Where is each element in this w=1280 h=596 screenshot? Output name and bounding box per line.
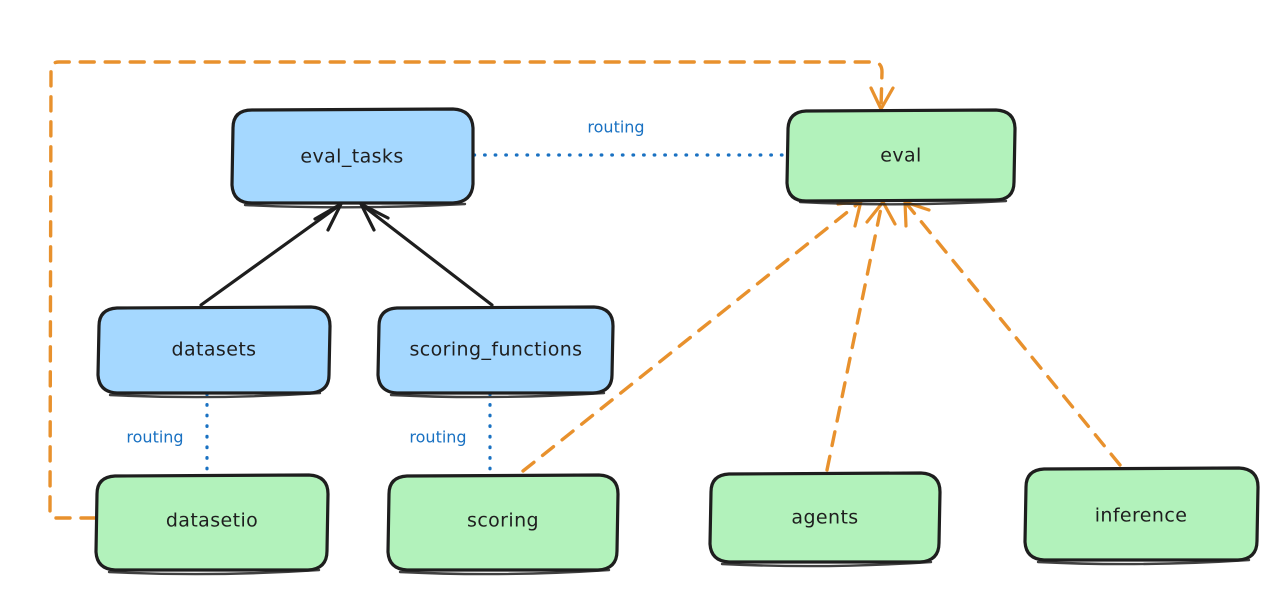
node-inference-label: inference	[1095, 505, 1188, 527]
edge-scoring_functions-to-eval_tasks	[359, 202, 494, 307]
edge-label-routing-eval: routing	[587, 118, 644, 137]
node-eval-tasks-shadow	[243, 202, 467, 209]
edge-datasets-to-eval_tasks	[199, 202, 343, 307]
node-inference[interactable]: inference	[1023, 466, 1260, 566]
edge-inference-to-eval	[903, 200, 1122, 467]
node-eval-box	[785, 108, 1017, 203]
node-eval-tasks[interactable]: eval_tasks	[230, 107, 475, 209]
node-datasets[interactable]: datasets	[96, 305, 332, 399]
node-agents-label: agents	[791, 507, 858, 529]
node-inference-box	[1023, 466, 1260, 562]
node-scoring-functions-box	[376, 305, 615, 395]
node-eval-label: eval	[880, 145, 921, 167]
node-eval[interactable]: eval	[785, 108, 1017, 206]
node-datasetio[interactable]: datasetio	[94, 473, 330, 576]
node-eval-tasks-label: eval_tasks	[300, 146, 403, 168]
edge-datasetio-to-eval	[48, 60, 895, 520]
node-datasetio-label: datasetio	[166, 510, 258, 532]
edge-agents-to-eval	[825, 200, 897, 472]
edge-label-routing-scoring: routing	[409, 428, 466, 447]
node-datasets-label: datasets	[172, 339, 257, 361]
node-scoring-label: scoring	[467, 510, 539, 532]
node-agents[interactable]: agents	[708, 471, 942, 568]
node-datasetio-box	[94, 473, 330, 572]
node-datasets-box	[96, 305, 332, 395]
node-scoring-functions[interactable]: scoring_functions	[376, 305, 615, 399]
node-scoring-functions-label: scoring_functions	[410, 339, 583, 361]
edge-label-routing-datasetio: routing	[126, 428, 183, 447]
node-scoring-box	[386, 473, 620, 572]
node-eval-tasks-box	[230, 107, 475, 205]
node-scoring[interactable]: scoring	[386, 473, 620, 576]
node-eval-shadow	[798, 199, 1008, 206]
node-agents-box	[708, 471, 942, 564]
